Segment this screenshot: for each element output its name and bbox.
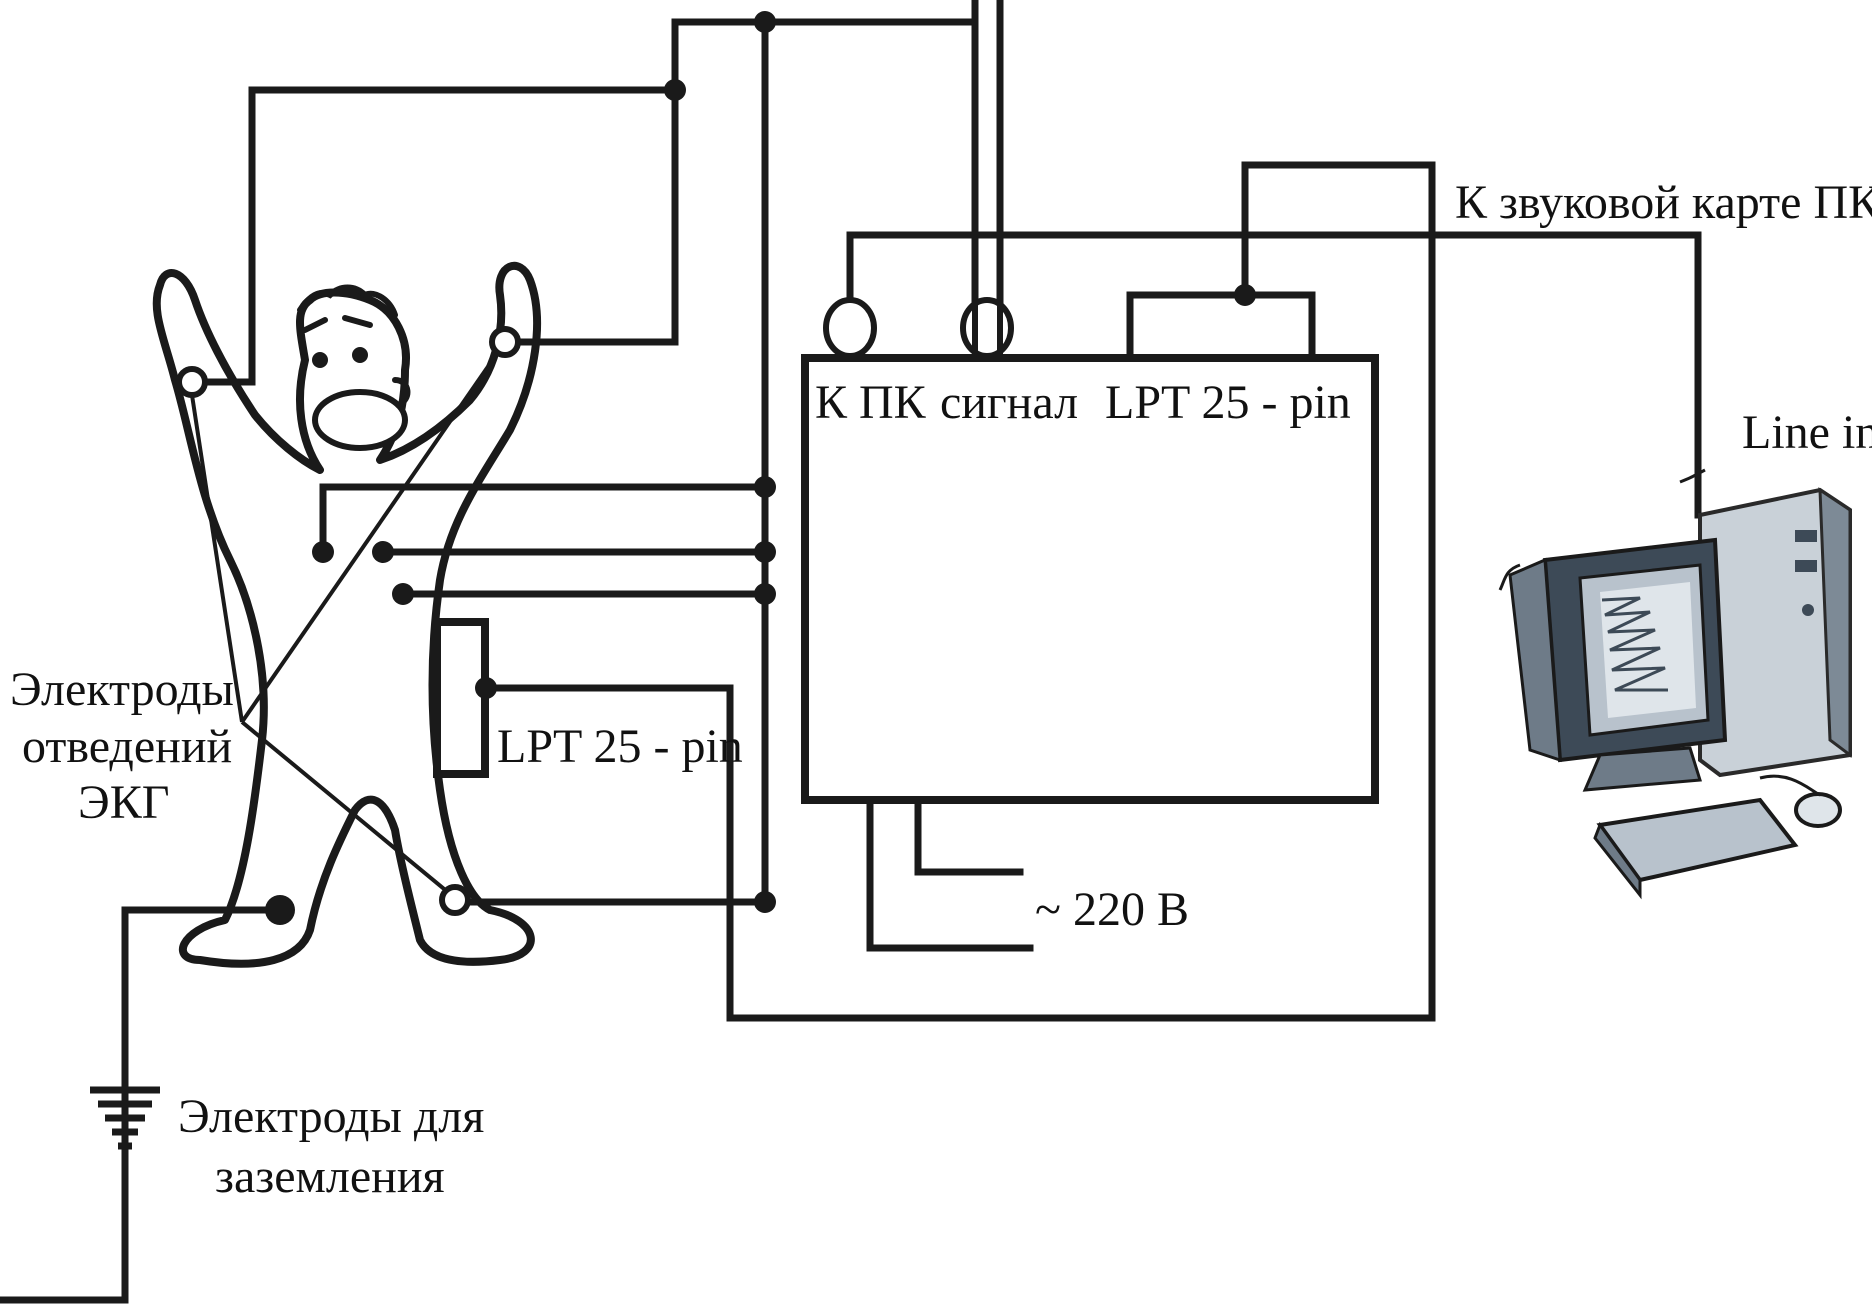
ecg-electrodes-label-line3: ЭКГ (78, 776, 169, 829)
signal-connector (960, 297, 1014, 359)
line-in-label: Line in (1742, 406, 1872, 459)
lpt-top-label: LPT 25 - pin (1105, 376, 1351, 429)
electrode-chest-1 (312, 541, 334, 563)
lpt-side-label: LPT 25 - pin (497, 720, 743, 773)
electrode-chest-2 (372, 541, 394, 563)
electrode-left-leg (439, 884, 471, 916)
ecg-electrodes-label-line1: Электроды (10, 663, 234, 716)
electrode-left-arm (176, 366, 208, 398)
electrodes (176, 326, 521, 925)
mains-label: ~ 220 В (1035, 883, 1189, 936)
desktop-computer-icon (1498, 468, 1852, 900)
pc-connector (823, 297, 877, 359)
ecg-lead-lines (188, 340, 507, 900)
ground-electrodes-label-line2: заземления (215, 1150, 445, 1203)
junctions (475, 11, 1256, 913)
ground-electrodes-label-line1: Электроды для (178, 1090, 484, 1143)
person-figure-icon (152, 261, 542, 968)
ecg-electrodes-label-line2: отведений (22, 720, 232, 773)
sound-card-label: К звуковой карте ПК (1455, 176, 1872, 229)
to-pc-label: К ПК (815, 376, 927, 429)
ecg-amplifier-box (801, 354, 1379, 804)
signal-label: сигнал (940, 376, 1078, 429)
lpt-side-connector (433, 618, 489, 778)
ground-symbol-icon (90, 1086, 160, 1150)
electrode-right-arm (489, 326, 521, 358)
electrode-chest-3 (392, 583, 414, 605)
electrode-ground (265, 895, 295, 925)
